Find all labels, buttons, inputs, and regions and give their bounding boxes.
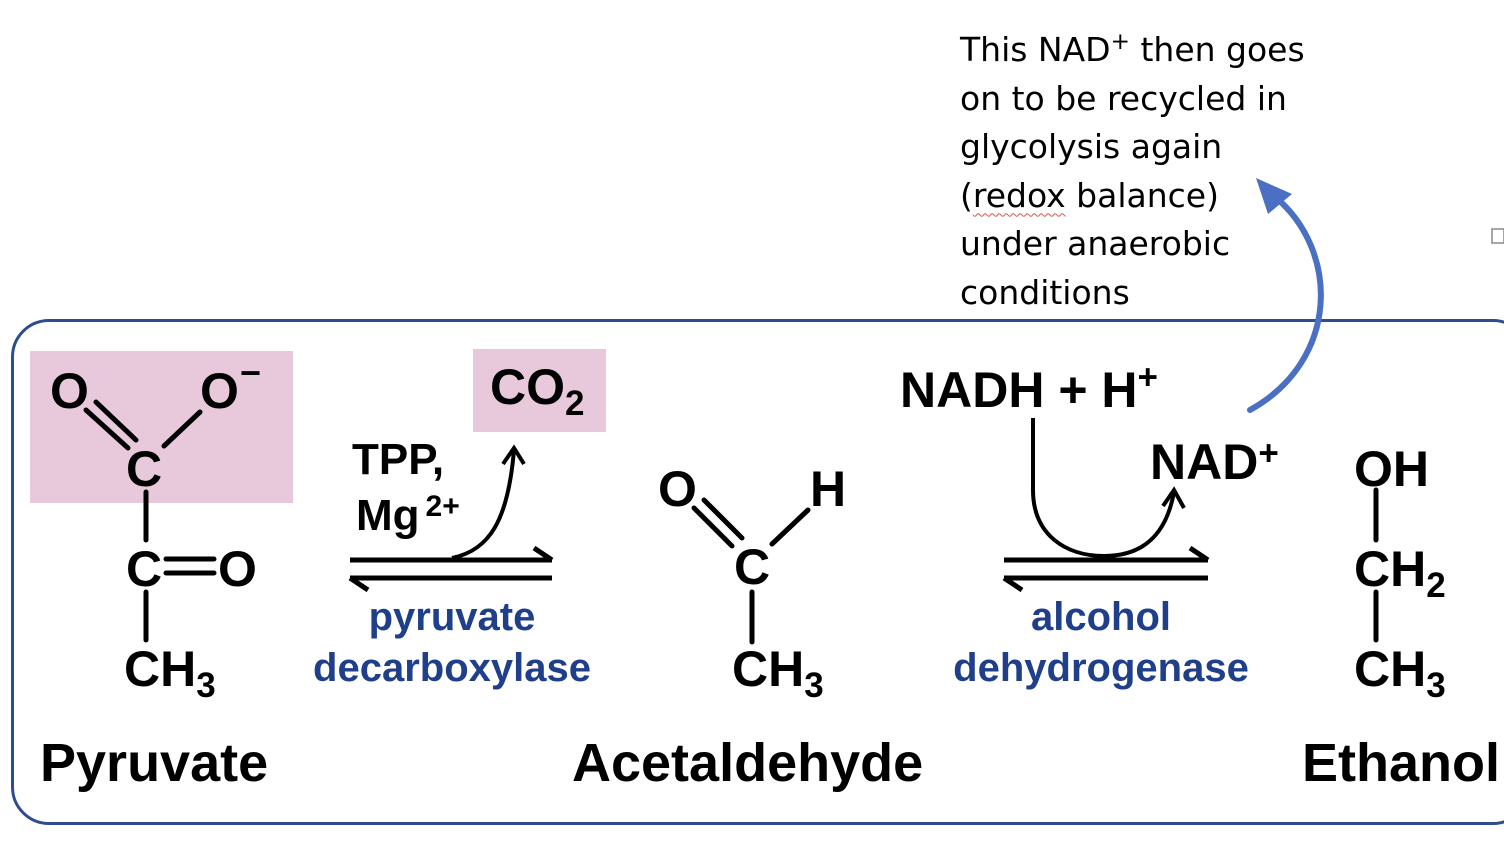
carboxylate-highlight	[30, 351, 293, 503]
step1-equilibrium-arrows	[348, 545, 554, 593]
recycle-arrow	[1247, 193, 1324, 413]
acetaldehyde-name: Acetaldehyde	[572, 733, 924, 793]
co2-highlight	[473, 349, 606, 432]
step2-equilibrium-arrows	[1002, 545, 1210, 593]
note-line-4: (redox balance)	[960, 175, 1219, 215]
pyruvate-c-mid: C	[126, 541, 163, 597]
acetaldehyde-c: C	[734, 539, 771, 595]
co2-release-arrow	[451, 449, 516, 560]
enzyme-pyruvate-decarboxylase-line2: decarboxylase	[313, 646, 591, 690]
acetaldehyde-bonds	[691, 497, 811, 645]
pyruvate-eq-o: O	[218, 541, 257, 597]
ethanol-name: Ethanol	[1302, 736, 1500, 793]
recycle-arrow-head	[1256, 178, 1292, 214]
note-line-2: on to be recycled in	[960, 78, 1287, 118]
pyruvate-o-right: O	[200, 363, 239, 419]
ethanol-ch2: CH2	[1354, 541, 1446, 605]
nad-product: NAD+	[1150, 434, 1279, 490]
pyruvate-bonds	[83, 399, 217, 643]
spellcheck-word: redox	[972, 175, 1066, 215]
cofactor-tpp: TPP,	[352, 435, 445, 484]
enzyme-alcohol-dehydrogenase-line1: alcohol	[1030, 595, 1172, 639]
pathway-frame	[11, 319, 1504, 825]
pyruvate-o-charge: −	[240, 352, 262, 393]
note-line-6: conditions	[960, 272, 1130, 312]
enzyme-pyruvate-decarboxylase-line1: pyruvate	[368, 595, 536, 639]
acetaldehyde-o: O	[658, 461, 697, 517]
acetaldehyde-h: H	[810, 461, 847, 517]
nadh-conversion-arrow	[1031, 418, 1176, 559]
co2-product: CO2	[490, 359, 585, 423]
pyruvate-c-top: C	[126, 441, 163, 497]
note-line-1: This NAD+ then goes	[960, 29, 1305, 69]
recycling-note: This NAD+ then goes on to be recycled in…	[960, 18, 1320, 317]
pyruvate-ch3: CH3	[124, 641, 216, 705]
enzyme-alcohol-dehydrogenase-line2: dehydrogenase	[953, 646, 1249, 690]
note-line-5: under anaerobic	[960, 224, 1231, 263]
ethanol-ch3: CH3	[1354, 641, 1446, 705]
nadh-reactant: NADH + H+	[900, 358, 1158, 418]
ethanol-name-clip: Ethanol	[1302, 736, 1502, 806]
pyruvate-name: Pyruvate	[40, 733, 269, 793]
ethanol-oh: OH	[1354, 441, 1429, 497]
acetaldehyde-ch3: CH3	[732, 641, 824, 705]
pyruvate-o-left: O	[50, 363, 89, 419]
note-line-3: glycolysis again	[960, 127, 1223, 166]
